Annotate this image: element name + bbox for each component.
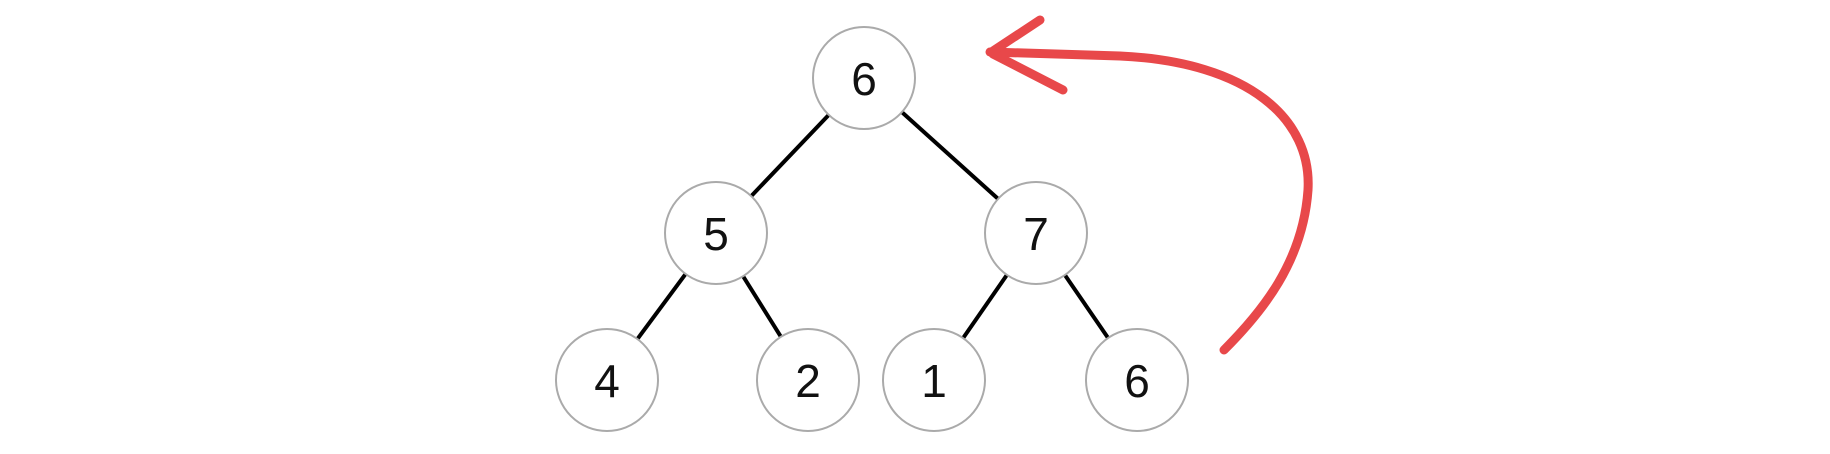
tree-edge: [961, 273, 1009, 340]
tree-node[interactable]: 6: [1085, 328, 1189, 432]
node-label: 6: [851, 53, 877, 105]
node-circle: [555, 328, 659, 432]
node-circle: [882, 328, 986, 432]
node-label: 2: [795, 355, 821, 407]
tree-edge: [749, 113, 831, 198]
tree-edge: [635, 272, 688, 341]
tree-edges: [635, 110, 1110, 341]
node-label: 1: [921, 355, 947, 407]
node-circle: [984, 181, 1088, 285]
node-circle: [664, 181, 768, 285]
node-label: 4: [594, 355, 620, 407]
tree-node[interactable]: 1: [882, 328, 986, 432]
tree-node[interactable]: 4: [555, 328, 659, 432]
arrow-head-lower-barb: [988, 49, 1068, 95]
node-label: 5: [703, 208, 729, 260]
node-label: 6: [1124, 355, 1150, 407]
tree-edge: [900, 110, 1000, 201]
node-circle: [1085, 328, 1189, 432]
tree-node[interactable]: 6: [812, 26, 916, 130]
tree-node[interactable]: 7: [984, 181, 1088, 285]
node-circle: [756, 328, 860, 432]
tree-nodes: 6 5 7 4 2 1 6: [555, 26, 1189, 432]
tree-edge: [741, 275, 783, 338]
node-circle: [812, 26, 916, 130]
node-label: 7: [1023, 208, 1049, 260]
tree-edge: [1063, 273, 1110, 340]
arrow-shaft: [985, 47, 1313, 355]
tree-node[interactable]: 5: [664, 181, 768, 285]
tree-node[interactable]: 2: [756, 328, 860, 432]
arrow-head-upper-barb: [988, 15, 1045, 56]
annotation-arrow: [985, 15, 1313, 355]
